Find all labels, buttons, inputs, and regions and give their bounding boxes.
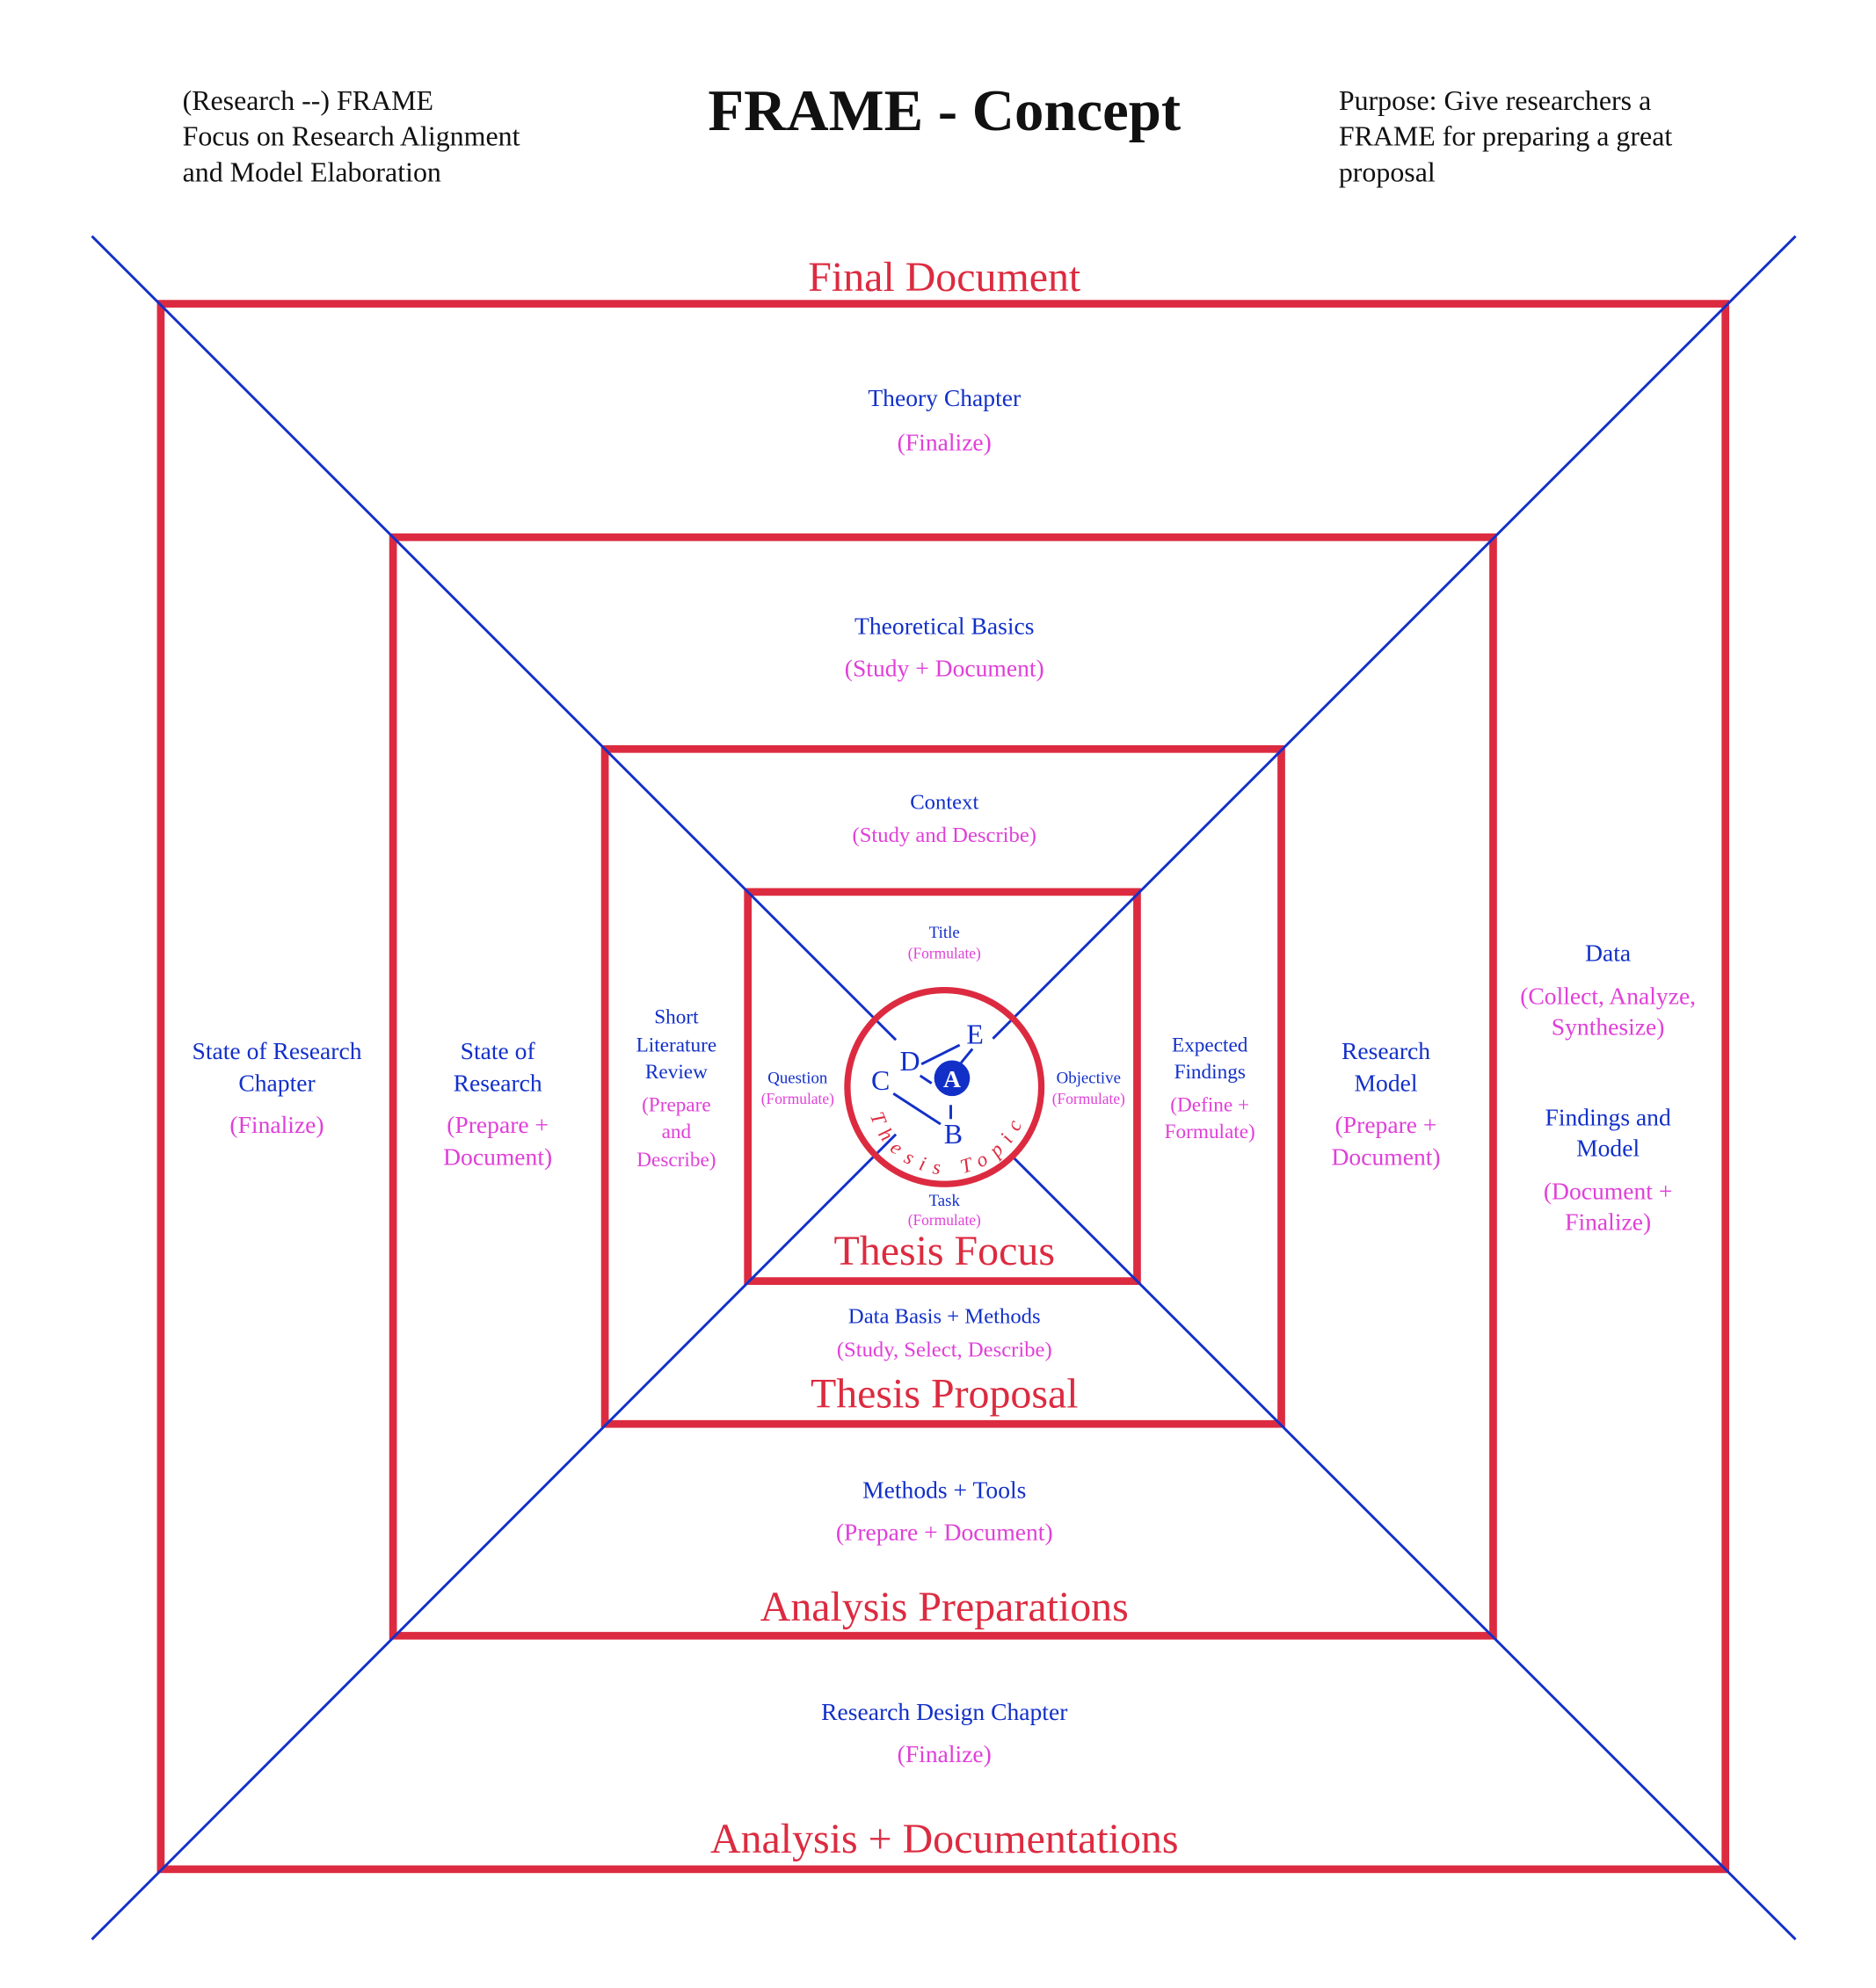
findings-model-label-2: Model [1576,1134,1640,1161]
research-model-action-1: (Prepare + [1335,1111,1437,1138]
expected-findings-action-1: (Define + [1170,1094,1249,1117]
frame-final-document [156,300,1730,1874]
findings-model-label-1: Findings and [1545,1104,1671,1131]
data-basis-methods-label: Data Basis + Methods [848,1305,1041,1329]
diagonal-line [992,235,1797,1040]
header-left-line-1: (Research --) FRAME [183,85,433,116]
theoretical-basics-label: Theoretical Basics [854,613,1034,640]
research-model-action-2: Document) [1332,1143,1441,1171]
context-label: Context [910,791,978,815]
state-of-research-label-2: Research [454,1069,542,1096]
objective-action: (Formulate) [1052,1090,1125,1107]
frame-title-analysis-preparations: Analysis Preparations [760,1584,1129,1630]
state-of-research-action-2: Document) [443,1143,552,1171]
data-action-2: Synthesize) [1552,1012,1665,1040]
data-label: Data [1585,939,1631,966]
frame-title-thesis-proposal: Thesis Proposal [811,1370,1079,1417]
diagonal-line [91,235,898,1041]
frame-analysis-preparations [389,533,1497,1640]
findings-model-action-2: Finalize) [1565,1208,1651,1236]
findings-model-action-1: (Document + [1544,1178,1673,1205]
context-action: (Study and Describe) [852,823,1036,847]
research-design-chapter-label: Research Design Chapter [821,1698,1067,1725]
data-action-1: (Collect, Analyze, [1520,983,1696,1010]
short-literature-review-label-1: Short [654,1005,699,1028]
short-literature-review-action-2: and [662,1121,692,1143]
short-literature-review-action-1: (Prepare [642,1094,711,1117]
state-of-research-action-1: (Prepare + [447,1111,549,1138]
theoretical-basics-action: (Study + Document) [845,655,1044,682]
state-of-research-label-1: State of [461,1037,536,1064]
header-left-line-2: Focus on Research Alignment [183,121,520,152]
question-label: Question [767,1070,828,1088]
methods-tools-label: Methods + Tools [862,1476,1026,1503]
frame-thesis-proposal [600,744,1285,1428]
short-literature-review-label-3: Review [645,1061,708,1084]
diagonal-line [1009,1153,1797,1941]
objective-label: Objective [1057,1070,1121,1088]
link-d-e [920,1043,961,1066]
header-right-line-1: Purpose: Give researchers a [1339,85,1651,116]
question-action: (Formulate) [761,1090,834,1107]
title-label: Title [929,924,960,942]
node-c: C [871,1065,890,1096]
header-right-line-3: proposal [1339,156,1436,187]
node-a: A [943,1065,961,1092]
expected-findings-label-2: Findings [1174,1061,1246,1084]
title-action: (Formulate) [908,944,981,961]
state-of-research-chapter-action: (Finalize) [229,1111,324,1138]
node-b: B [944,1119,963,1150]
research-model-label-1: Research [1342,1037,1430,1064]
node-a-circle [934,1060,971,1097]
theory-chapter-action: (Finalize) [898,429,992,456]
header-right-line-2: FRAME for preparing a great [1339,121,1673,152]
task-label: Task [929,1192,961,1210]
node-d: D [900,1046,920,1077]
diagonal-line [91,1133,898,1941]
research-model-label-2: Model [1355,1069,1418,1096]
link-a-e [960,1048,974,1064]
page-title: FRAME - Concept [708,79,1181,143]
node-e: E [966,1019,983,1050]
header-left-line-3: and Model Elaboration [183,156,441,187]
short-literature-review-label-2: Literature [636,1034,717,1056]
task-action: (Formulate) [908,1211,981,1229]
short-literature-review-action-3: Describe) [636,1149,716,1172]
state-of-research-chapter-label-1: State of Research [193,1037,362,1064]
state-of-research-chapter-label-2: Chapter [238,1069,315,1096]
data-basis-methods-action: (Study, Select, Describe) [837,1338,1052,1361]
expected-findings-action-2: Formulate) [1165,1121,1255,1143]
frame-title-final-document: Final Document [808,254,1081,301]
expected-findings-label-1: Expected [1172,1034,1248,1056]
theory-chapter-label: Theory Chapter [868,384,1021,411]
link-d-a [919,1074,933,1085]
thesis-topic-circle [844,987,1045,1187]
methods-tools-action: (Prepare + Document) [836,1518,1053,1545]
link-c-b [892,1092,942,1126]
frame-title-analysis-documentations: Analysis + Documentations [710,1816,1178,1862]
research-design-chapter-action: (Finalize) [898,1740,992,1767]
frame-thesis-focus [744,888,1141,1285]
frame-title-thesis-focus: Thesis Focus [834,1228,1055,1274]
